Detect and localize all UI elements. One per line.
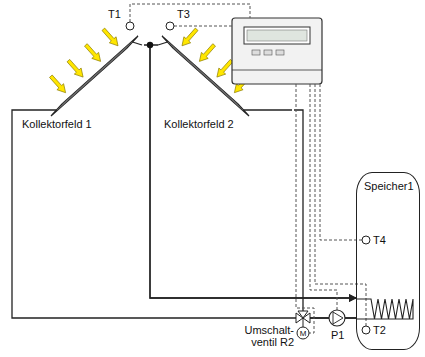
controller-button [276,50,284,55]
storage-tank: Speicher1 [356,172,420,350]
valve-motor [297,327,309,339]
node-label: Kollektorfeld 2 [164,118,288,131]
collector-tube [57,48,127,111]
pipe-stub [16,109,57,110]
pipe-connector [294,110,356,318]
node-label: Kollektorfeld 1 [22,118,138,131]
sun-rays [50,28,251,93]
collector-panel [51,36,138,116]
sensor-label: T4 [373,234,386,246]
temperature-sensor [126,22,134,30]
sensor-label: T3 [177,8,190,20]
collector-field: Kollektorfeld 2 [158,26,294,134]
controller-display [244,27,310,44]
temperature-sensor [166,22,174,30]
sun-ray-arrow [102,28,118,46]
pump-symbol [329,310,345,326]
heat-exchanger-coil [357,299,413,319]
pipe-stub [158,42,168,45]
label-anchor: T1 [108,8,121,20]
collector-tube [173,48,243,111]
terminal-cover-line [232,70,322,71]
signal-line [296,84,314,333]
sun-ray-arrow [67,59,83,77]
sun-ray-arrow [217,59,233,77]
label-anchor: P1 [331,329,344,341]
controller-housing [232,18,322,84]
collector-panel [162,36,249,116]
sun-ray-arrow [50,75,66,93]
node-shape [16,26,144,134]
pipe-stub [244,109,293,110]
node-shape [158,26,294,134]
node-shape [357,173,419,349]
component-label: Umschalt- ventil R2 [236,324,294,348]
valve-symbol [298,311,308,318]
label-anchor: T3 [177,8,190,20]
pump-triangle [333,312,343,324]
label-anchor: Umschalt- ventil R2 [236,324,294,348]
sun-ray-arrow [85,44,101,62]
label-anchor: T2 [373,324,386,336]
junction-dot [147,42,153,48]
node-label: Speicher1 [364,180,412,193]
label-anchor: M [300,329,307,338]
temperature-sensor [362,236,370,244]
sensor-label: P1 [331,329,344,341]
display-screen [247,30,307,41]
valve-stem [303,318,304,327]
controller-button [252,50,260,55]
temperature-sensor [362,326,370,334]
signal-line [130,4,250,22]
sensor-label: T2 [373,324,386,336]
label-anchor: T4 [373,234,386,246]
sensor-label: T1 [108,8,121,20]
controller-button [264,50,272,55]
collector-field: Kollektorfeld 1 [16,26,144,134]
pipe-stub [133,42,143,45]
sun-ray-arrow [199,44,215,62]
sun-ray-arrow [182,28,198,46]
motor-letter: M [300,329,307,338]
signal-line [315,84,366,326]
signal-line [310,84,337,310]
pipe-connector [12,110,356,318]
signal-lines [130,4,366,333]
signal-line [174,26,232,27]
